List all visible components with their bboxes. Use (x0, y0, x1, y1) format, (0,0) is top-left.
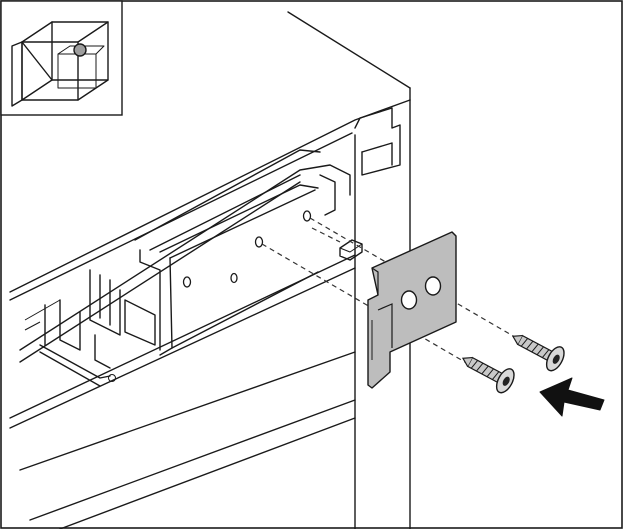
mounting-bracket-icon (367, 231, 457, 389)
rail-hole (302, 210, 312, 222)
rail-peg (339, 239, 363, 261)
bracket-hole (400, 290, 418, 310)
cabinet-top-back-edge (287, 11, 411, 89)
top-tab (354, 107, 401, 176)
dishwasher-rail (19, 149, 363, 387)
cabinet-locator-icon (0, 0, 123, 116)
screw-icon (511, 334, 565, 372)
rail-hole (230, 272, 238, 284)
locator-marker (73, 43, 87, 57)
cabinet-body (9, 11, 411, 529)
rail-hole (182, 276, 192, 288)
rail-hole (254, 236, 264, 248)
lower-rail-strip (39, 344, 111, 379)
push-arrow-icon (539, 377, 605, 417)
inset-frame (0, 0, 123, 116)
bracket-hole (424, 276, 442, 296)
screw-icon (461, 356, 515, 394)
